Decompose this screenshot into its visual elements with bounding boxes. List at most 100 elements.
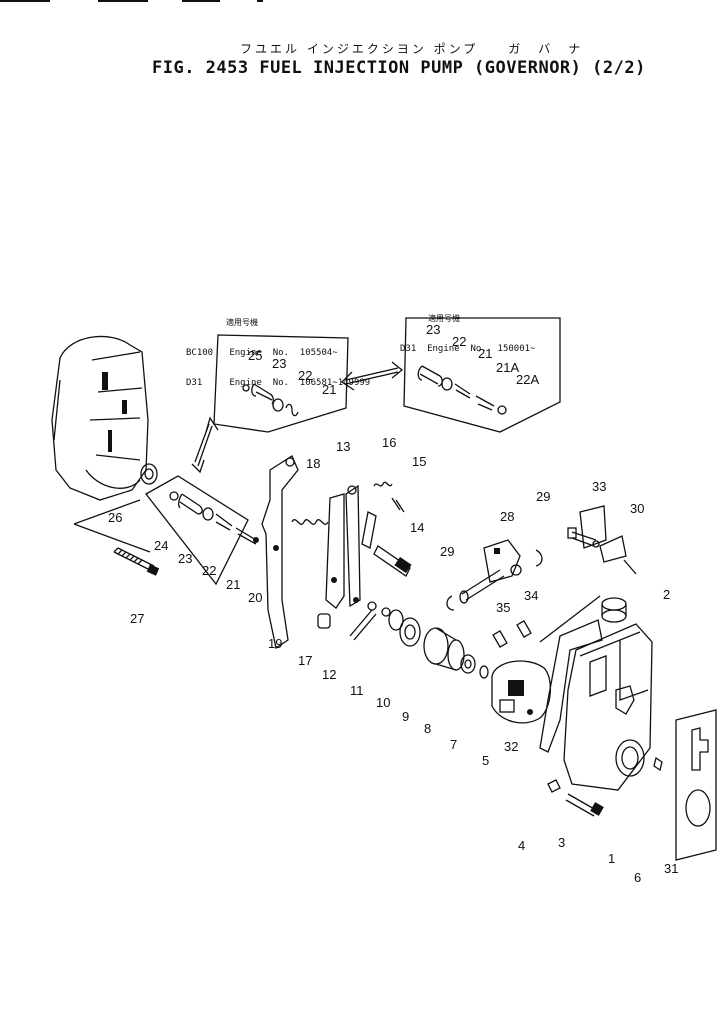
callout-label-21: 21 — [226, 577, 240, 592]
double-arrow-icon — [191, 416, 219, 474]
callout-label-34: 34 — [524, 588, 538, 603]
callout-label-22: 22 — [452, 334, 466, 349]
callout-label-10: 10 — [376, 695, 390, 710]
callout-label-29: 29 — [440, 544, 454, 559]
sleeve-part — [423, 627, 465, 671]
double-arrow-icon — [340, 361, 404, 391]
callout-label-22: 22 — [298, 368, 312, 383]
callout-label-15: 15 — [412, 454, 426, 469]
callout-label-26: 26 — [108, 510, 122, 525]
link-part — [373, 545, 412, 577]
callout-label-12: 12 — [322, 667, 336, 682]
callout-label-35: 35 — [496, 600, 510, 615]
spring-part — [373, 481, 393, 487]
shaft-assembly-part — [459, 539, 522, 604]
callout-label-9: 9 — [402, 709, 409, 724]
callout-label-23: 23 — [178, 551, 192, 566]
governor-housing-part — [563, 623, 653, 791]
top-rule — [98, 0, 148, 2]
callout-label-6: 6 — [634, 870, 641, 885]
oil-seal-part — [140, 463, 158, 485]
flyweight-assembly-part — [491, 660, 551, 724]
callout-label-17: 17 — [298, 653, 312, 668]
callout-label-14: 14 — [410, 520, 424, 535]
callout-label-28: 28 — [500, 509, 514, 524]
top-rule — [182, 0, 220, 2]
spring-set-right-inset — [417, 365, 507, 415]
snap-ring-part — [535, 549, 543, 567]
washer-part — [381, 607, 391, 617]
nut-part — [547, 779, 561, 793]
note-line: D31 Engine No. 150001~ — [400, 344, 536, 354]
callout-label-4: 4 — [518, 838, 525, 853]
washer-part — [367, 601, 377, 611]
snap-ring-part — [446, 595, 455, 611]
callout-label-23: 23 — [272, 356, 286, 371]
clamp-part — [599, 535, 627, 563]
bushing-part — [317, 613, 331, 629]
callout-label-31: 31 — [664, 861, 678, 876]
bracket-outline — [579, 505, 607, 549]
note-line: D31 Engine No. 106581~149999 — [186, 378, 371, 388]
plug-part — [492, 620, 532, 648]
cap-part — [601, 597, 627, 623]
callout-label-27: 27 — [130, 611, 144, 626]
leader-line — [539, 595, 601, 643]
gasket-part — [539, 619, 603, 753]
callout-label-8: 8 — [424, 721, 431, 736]
callout-label-23: 23 — [426, 322, 440, 337]
callout-label-30: 30 — [630, 501, 644, 516]
governor-cover — [51, 335, 149, 501]
callout-label-19: 19 — [268, 636, 282, 651]
callout-label-11: 11 — [350, 683, 364, 698]
callout-label-3: 3 — [558, 835, 565, 850]
gasket-plate-part — [675, 709, 717, 861]
bearing-part — [399, 617, 421, 647]
figure-title: FIG. 2453 FUEL INJECTION PUMP (GOVERNOR)… — [152, 58, 646, 78]
callout-label-22: 22 — [202, 563, 216, 578]
callout-label-20: 20 — [248, 590, 262, 605]
callout-label-13: 13 — [336, 439, 350, 454]
spring-set-left-inset — [242, 383, 299, 417]
callout-label-24: 24 — [154, 538, 168, 553]
bolt-part — [565, 793, 604, 817]
callout-label-1: 1 — [608, 851, 615, 866]
pin-part — [391, 497, 405, 513]
snap-ring-part — [388, 609, 404, 631]
callout-label-7: 7 — [450, 737, 457, 752]
shaft-part — [361, 511, 377, 549]
callout-label-21A: 21A — [496, 360, 519, 375]
control-lever-part — [325, 484, 361, 609]
callout-label-32: 32 — [504, 739, 518, 754]
callout-label-18: 18 — [306, 456, 320, 471]
bearing-part — [460, 654, 476, 674]
spring-group-outline — [145, 475, 249, 586]
callout-label-5: 5 — [482, 753, 489, 768]
top-rule — [257, 0, 263, 2]
inset-box-left — [213, 334, 349, 433]
inset-box-right — [403, 317, 561, 433]
callout-label-21: 21 — [478, 346, 492, 361]
spring-set-lower — [169, 491, 259, 545]
figure-title-japanese: フユエル インジエクシヨン ポンプ ガ バ ナ — [240, 42, 584, 56]
key-part — [653, 756, 663, 772]
governor-lever-part — [261, 455, 299, 650]
applicability-note-left: 適用号機 BC100 Engine No. 105504~ D31 Engine… — [186, 298, 370, 398]
leader-line — [623, 559, 637, 575]
leader-line — [73, 499, 151, 553]
note-line: BC100 Engine No. 105504~ — [186, 348, 338, 358]
callout-label-22A: 22A — [516, 372, 539, 387]
leader-line — [349, 609, 377, 641]
callout-label-25: 25 — [248, 348, 262, 363]
callout-label-2: 2 — [663, 587, 670, 602]
callout-label-33: 33 — [592, 479, 606, 494]
spring-part — [291, 519, 329, 525]
note-heading: 適用号機 — [226, 318, 258, 327]
top-rule — [0, 0, 50, 2]
callout-label-16: 16 — [382, 435, 396, 450]
callout-label-29: 29 — [536, 489, 550, 504]
ring-part — [479, 665, 489, 679]
long-bolt-part — [113, 547, 160, 576]
callout-label-21: 21 — [322, 382, 336, 397]
